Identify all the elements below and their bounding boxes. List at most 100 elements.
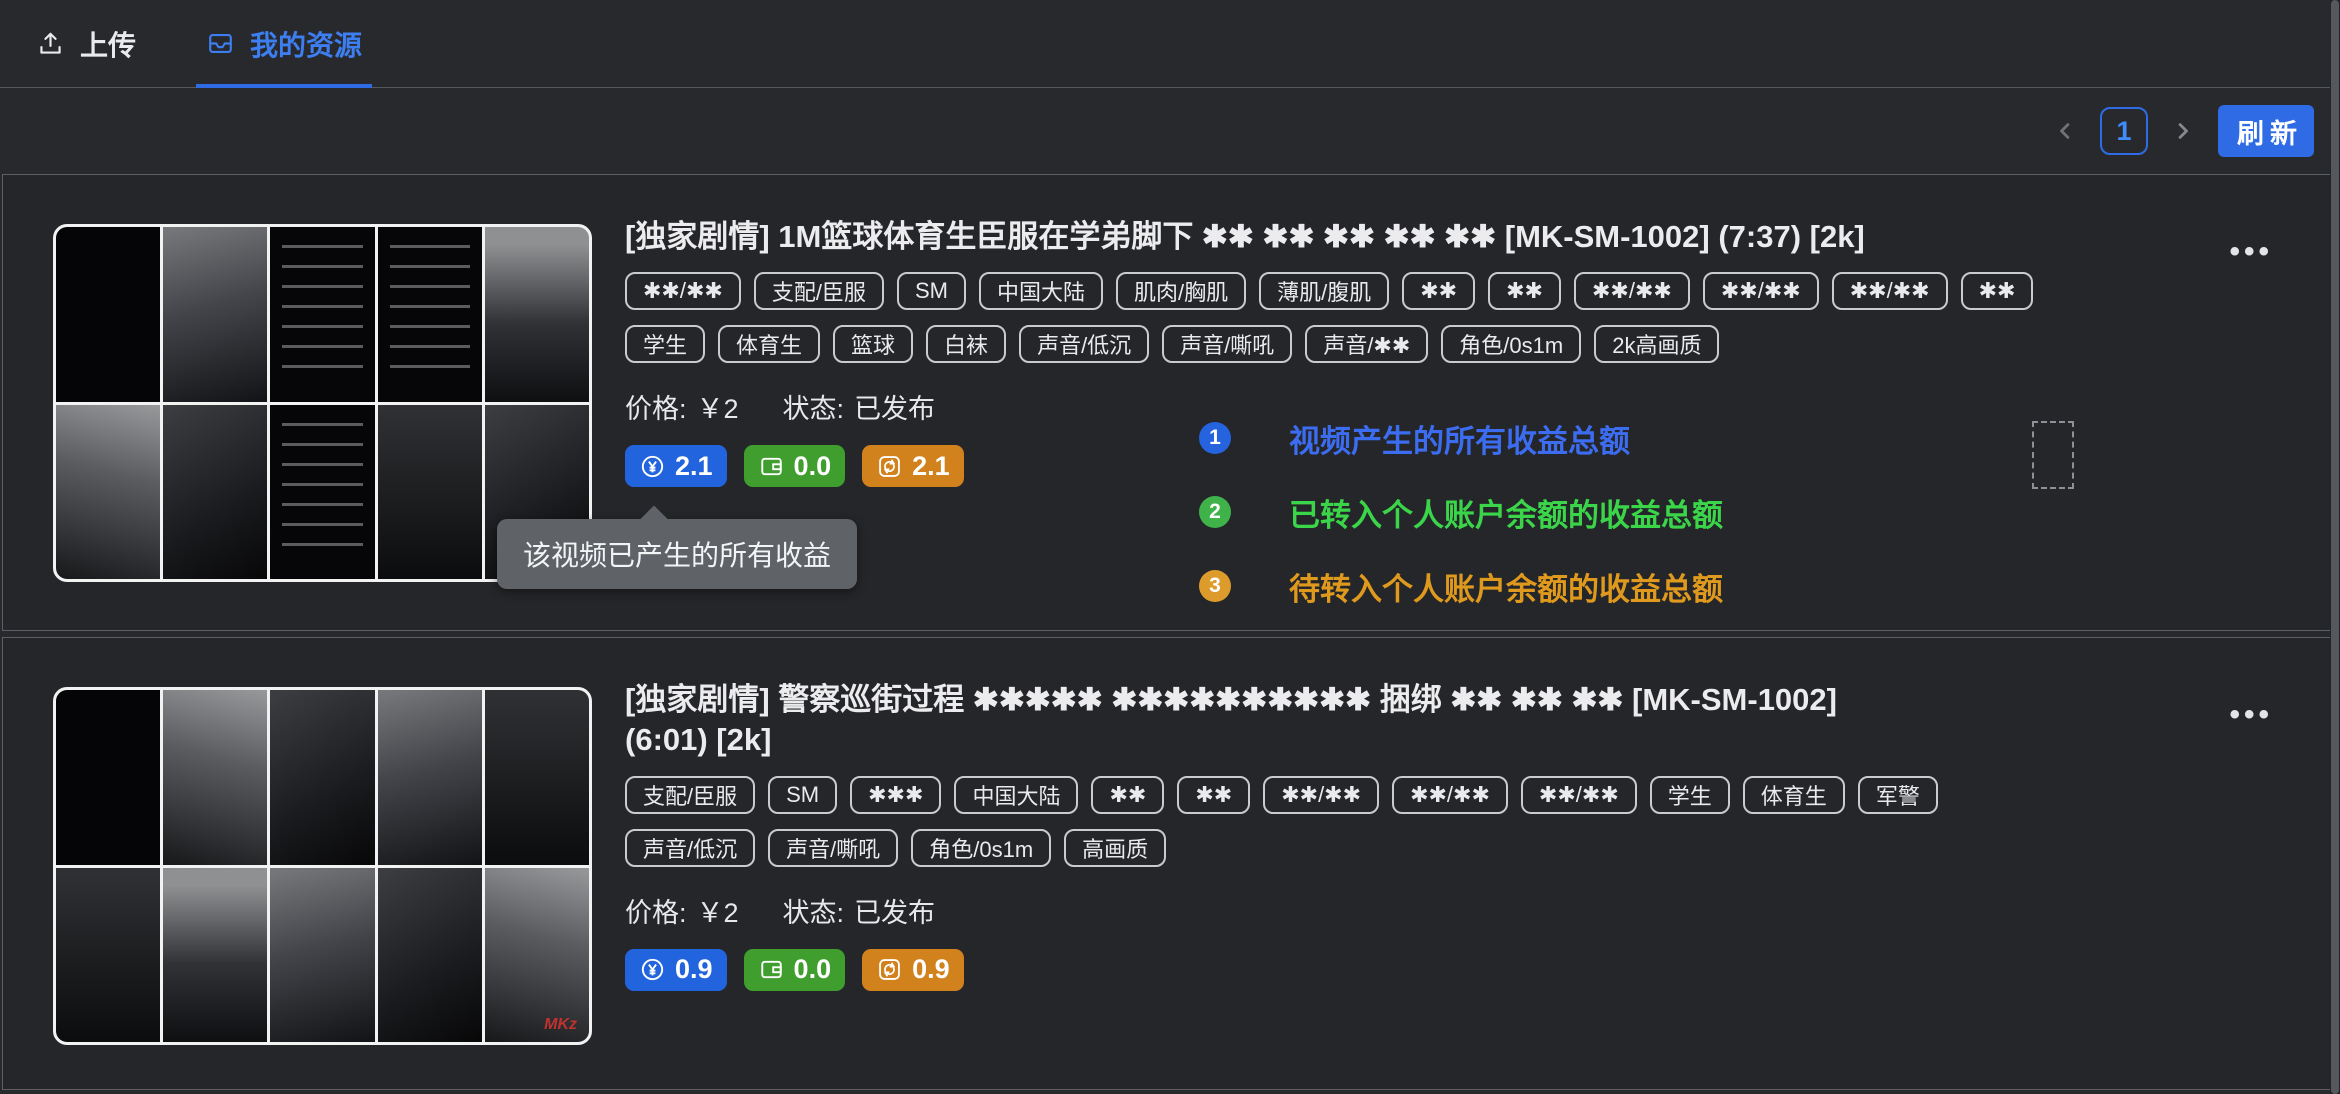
thumbnail-collage[interactable]: MKz [53,687,592,1045]
tag-chip[interactable]: 声音/嘶吼 [1162,325,1293,364]
more-options-button[interactable]: ••• [2229,235,2273,268]
price-value: ￥2 [696,897,739,928]
price-value: ￥2 [696,394,739,425]
thumbnail-frame [163,404,268,579]
thumbnail-frame [56,867,161,1042]
revenue-badges: 2.1 0.0 2.1 [625,445,2247,488]
tag-chip[interactable]: ✱✱ [1177,775,1251,814]
badge-pending[interactable]: 2.1 [862,445,964,488]
tag-chip[interactable]: 篮球 [833,325,914,364]
thumbnail-frame [56,404,161,579]
upload-button[interactable]: 上传 [36,24,136,64]
tag-chip[interactable]: 薄肌/腹肌 [1259,272,1390,311]
yen-circle-icon [641,455,664,477]
badge-total-revenue[interactable]: 0.9 [625,948,727,991]
meta-row: 价格: ￥2 状态: 已发布 [625,387,2247,426]
sync-icon [879,455,900,477]
thumbnail-frame [270,690,375,865]
tag-chip[interactable]: ✱✱/✱✱ [1831,272,1948,311]
badge-in-account[interactable]: 0.0 [743,948,846,991]
annotation-row: 3 待转入个人账户余额的收益总额 [1199,566,1723,607]
revenue-badges: 0.9 0.0 0.9 [625,948,2247,991]
thumbnail-frame [484,227,589,402]
tag-chip[interactable]: 声音/低沉 [625,828,756,867]
tag-chip[interactable]: 军警 [1857,775,1938,814]
tag-chip[interactable]: 中国大陆 [978,272,1103,311]
thumbnail-frame [377,867,482,1042]
tag-chip[interactable]: ✱✱ [1091,775,1165,814]
inbox-icon [206,29,235,58]
tag-chip[interactable]: SM [896,272,966,311]
badge-value: 0.9 [675,954,713,985]
tag-chip[interactable]: ✱✱/✱✱ [625,272,741,311]
tab-my-resources[interactable]: 我的资源 [196,0,373,88]
wallet-icon [760,457,782,475]
video-title: [独家剧情] 警察巡街过程 ✱✱✱✱✱ ✱✱✱✱✱✱✱✱✱✱ 捆绑 ✱✱ ✱✱ … [625,682,1837,758]
tag-chip[interactable]: 白袜 [926,325,1007,364]
tag-chip[interactable]: ✱✱ [1960,272,2034,311]
status-value: 已发布 [854,394,936,425]
tag-row: 学生体育生篮球白袜声音/低沉声音/嘶吼声音/✱✱ 角色/0s1m 2k高画质 [625,325,2247,364]
tag-chip[interactable]: 支配/臣服 [625,775,756,814]
sync-icon [879,959,900,980]
annotation-number-badge: 1 [1199,422,1231,454]
scrollbar-thumb[interactable] [2331,0,2339,1094]
tag-chip[interactable]: 肌肉/胸肌 [1116,272,1247,311]
tag-chip[interactable]: 声音/嘶吼 [768,828,899,867]
tag-chip[interactable]: SM [768,775,838,814]
thumbnail-collage[interactable]: MKz [53,224,592,582]
badge-in-account[interactable]: 0.0 [743,445,846,488]
tag-row: 声音/低沉声音/嘶吼角色/0s1m 高画质 [625,828,2247,867]
tag-chip[interactable]: 学生 [1649,775,1730,814]
tag-chip[interactable]: ✱✱/✱✱ [1263,775,1380,814]
video-title: [独家剧情] 1M篮球体育生臣服在学弟脚下 ✱✱ ✱✱ ✱✱ ✱✱ ✱✱ [MK… [625,219,1865,254]
tag-chip[interactable]: 高画质 [1064,828,1167,867]
tag-chip[interactable]: 角色/0s1m [911,828,1052,867]
badge-total-revenue[interactable]: 2.1 [625,445,727,488]
thumbnail-frame [163,690,268,865]
thumbnail-frame [377,690,482,865]
tag-chip[interactable]: 体育生 [1742,775,1845,814]
tag-chip[interactable]: ✱✱/✱✱ [1702,272,1819,311]
tag-chip[interactable]: ✱✱ [1488,272,1561,311]
tag-chip[interactable]: ✱✱/✱✱ [1574,272,1690,311]
tag-chip[interactable]: 学生 [625,325,706,364]
tag-chip[interactable]: ✱✱/✱✱ [1520,775,1637,814]
tag-chip[interactable]: 角色/0s1m [1441,325,1582,364]
tag-chip[interactable]: 2k高画质 [1594,325,1720,364]
upload-label: 上传 [80,29,137,61]
next-page-button[interactable] [2168,116,2198,146]
more-options-button[interactable]: ••• [2229,698,2273,731]
tag-chip[interactable]: 体育生 [718,325,821,364]
prev-page-button[interactable] [2050,116,2080,146]
resource-card: MKz [独家剧情] 警察巡街过程 ✱✱✱✱✱ ✱✱✱✱✱✱✱✱✱✱ 捆绑 ✱✱… [2,637,2338,1090]
tag-chip[interactable]: ✱✱✱ [850,775,942,814]
price-label: 价格: [625,394,687,425]
thumbnail-frame [56,690,161,865]
meta-row: 价格: ￥2 状态: 已发布 [625,891,2247,930]
badge-value: 2.1 [912,450,950,481]
tag-chip[interactable]: ✱✱ [1402,272,1476,311]
tooltip: 该视频已产生的所有收益 [497,519,858,589]
card-content: [独家剧情] 警察巡街过程 ✱✱✱✱✱ ✱✱✱✱✱✱✱✱✱✱ 捆绑 ✱✱ ✱✱ … [625,680,2247,1089]
thumbnail-frame [484,867,589,1042]
chevron-right-icon [2178,123,2188,139]
upload-icon [36,29,65,58]
refresh-button[interactable]: 刷新 [2218,105,2314,157]
pagination-toolbar: 1 刷新 [0,88,2340,174]
thumbnail-frame-redacted-text [377,227,482,402]
annotation-text: 已转入个人账户余额的收益总额 [1289,497,1723,533]
thumbnail-frame [377,404,482,579]
annotation-legend: 1 视频产生的所有收益总额 2 已转入个人账户余额的收益总额 3 待转入个人账户… [1199,418,1723,607]
tag-chip[interactable]: 支配/臣服 [753,272,884,311]
tag-chip[interactable]: ✱✱/✱✱ [1392,775,1508,814]
tag-chip[interactable]: 声音/✱✱ [1305,325,1429,364]
tag-chip[interactable]: 中国大陆 [954,775,1079,814]
thumbnail-frame [56,227,161,402]
badge-pending[interactable]: 0.9 [862,948,964,991]
status-value: 已发布 [854,897,936,928]
page-number-box[interactable]: 1 [2100,107,2148,155]
tag-chip[interactable]: 声音/低沉 [1019,325,1150,364]
chevron-left-icon [2060,123,2070,139]
